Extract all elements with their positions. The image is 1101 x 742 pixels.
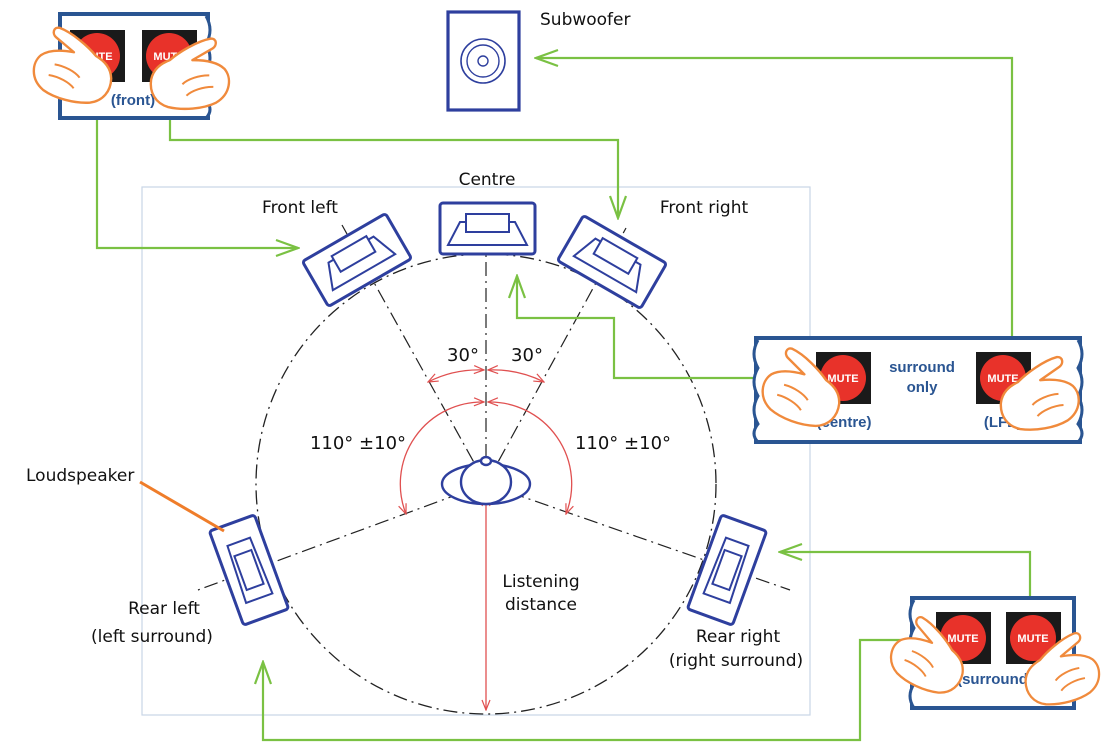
rear-left-label: Rear left [128,599,200,619]
room-outline [141,186,811,716]
rear-left-sublabel: (left surround) [91,627,213,647]
front-right-label: Front right [660,198,749,218]
listener-head-icon [440,455,532,506]
centre-label: Centre [459,170,516,190]
angle-left-30: 30° [447,345,479,366]
listening-label: Listening [502,572,579,592]
svg-text:MUTE: MUTE [827,373,858,385]
rear-right-sublabel: (right surround) [669,651,803,671]
angle-right-110: 110° ±10° [575,433,671,454]
loudspeaker-pointer [139,480,225,533]
centre-lfe-mute-panel: MUTE MUTE (centre) surround only (LFE) [752,336,1086,444]
listening-circle [255,253,717,715]
front-mute-panel: MUTE MUTE (front) [25,12,235,120]
speaker-rear-left [208,514,290,626]
rear-right-label: Rear right [696,627,781,647]
subwoofer-label: Subwoofer [540,10,631,30]
surround-only-line2: only [907,379,938,396]
angle-right-30: 30° [511,345,543,366]
speaker-rear-right [686,514,768,626]
loudspeaker-label: Loudspeaker [26,466,134,486]
surround-mute-panel: MUTE MUTE (surround) [881,596,1101,716]
subwoofer-icon [446,10,521,112]
svg-text:MUTE: MUTE [1017,633,1048,645]
signal-arrows [95,58,1032,742]
surround-panel-caption: (surround) [957,671,1033,688]
svg-text:MUTE: MUTE [947,633,978,645]
direction-lines [197,224,791,591]
angle-left-110: 110° ±10° [310,433,406,454]
speaker-front-left [302,213,412,307]
surround-only-line1: surround [889,359,955,376]
distance-label: distance [505,595,577,615]
angle-arcs [400,370,571,514]
speaker-centre [438,201,537,256]
front-left-label: Front left [262,198,338,218]
front-panel-caption: (front) [111,92,155,109]
speaker-front-right [557,215,667,309]
svg-text:MUTE: MUTE [987,373,1018,385]
